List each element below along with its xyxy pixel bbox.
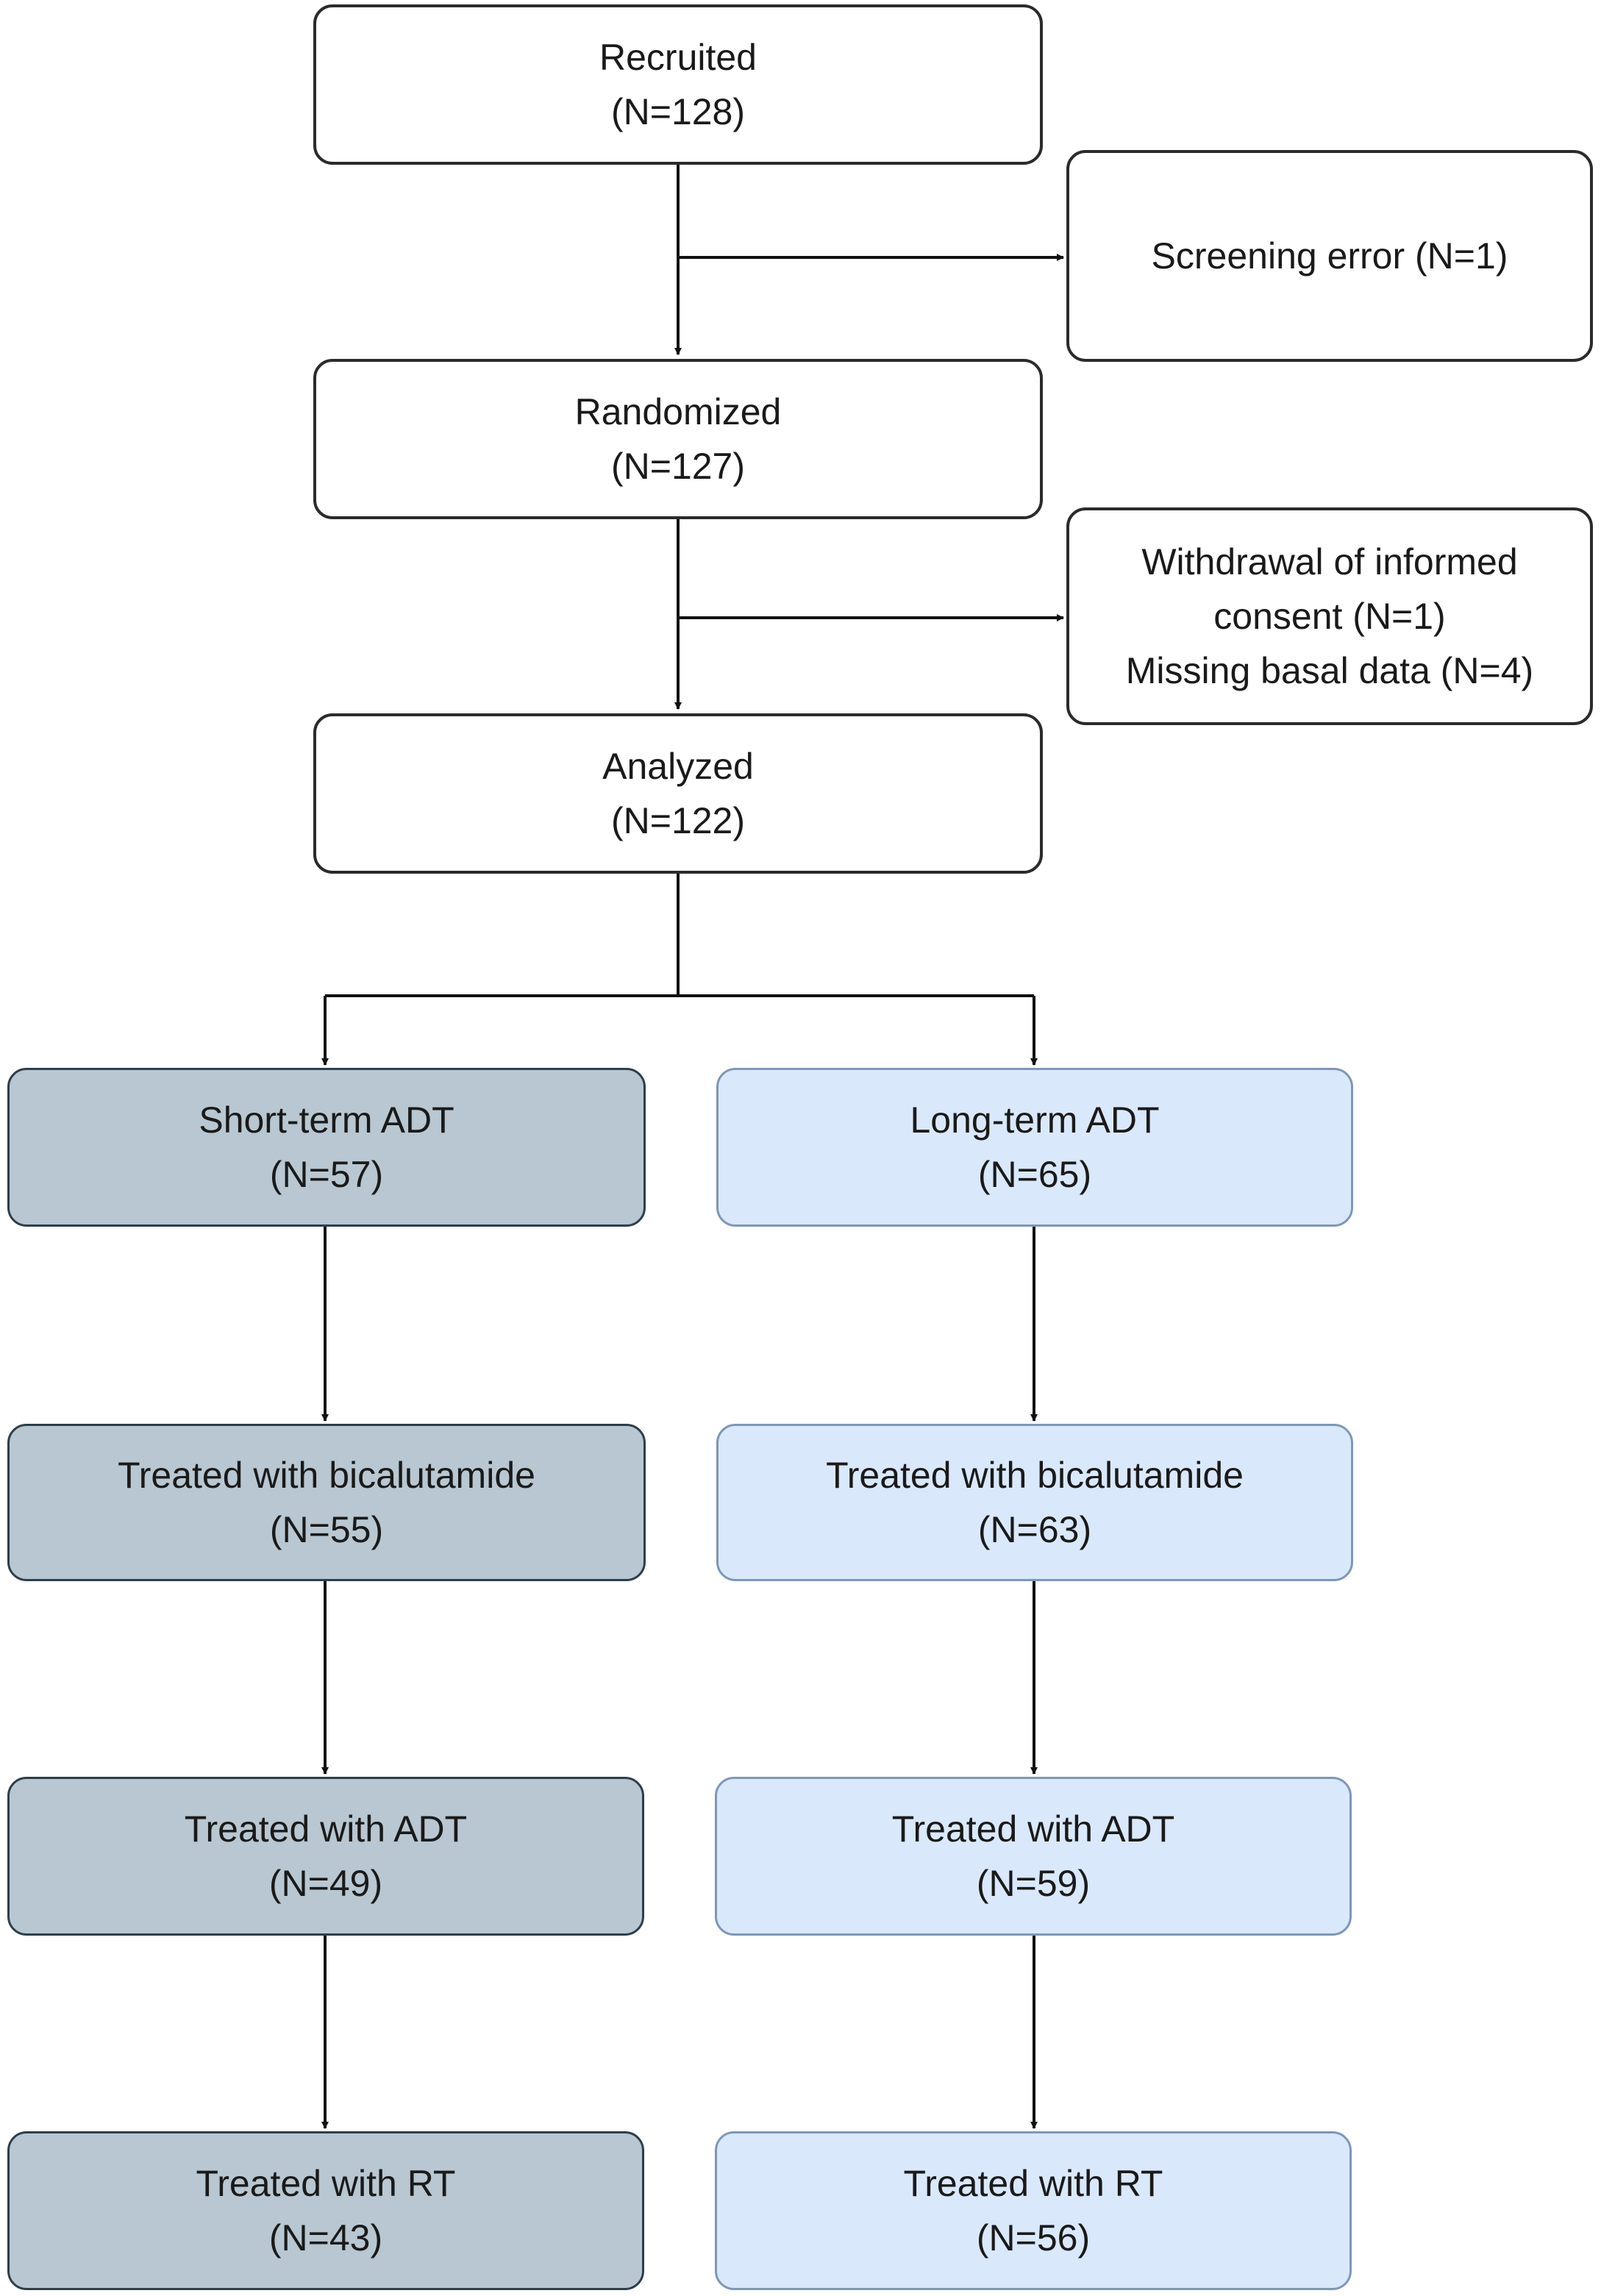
short-term-rt-label: Treated with RT xyxy=(196,2163,456,2204)
screening-error-box: Screening error (N=1) xyxy=(1066,150,1593,362)
short-term-treated-adt-label: Treated with ADT xyxy=(184,1808,468,1850)
long-term-adt-count: (N=65) xyxy=(977,1154,1092,1195)
short-term-rt-box: Treated with RT (N=43) xyxy=(7,2131,644,2290)
long-term-rt-count: (N=56) xyxy=(976,2217,1091,2258)
long-term-adt-box: Long-term ADT (N=65) xyxy=(716,1068,1353,1227)
long-term-bicalutamide-label: Treated with bicalutamide xyxy=(826,1455,1244,1496)
analyzed-box: Analyzed (N=122) xyxy=(313,713,1043,874)
long-term-adt-label: Long-term ADT xyxy=(910,1099,1160,1141)
exclusions-line-1: Withdrawal of informed xyxy=(1141,541,1518,582)
long-term-treated-adt-count: (N=59) xyxy=(976,1863,1091,1904)
long-term-treated-adt-label: Treated with ADT xyxy=(891,1808,1175,1850)
exclusions-line-3: Missing basal data (N=4) xyxy=(1125,650,1534,691)
screening-error-label: Screening error (N=1) xyxy=(1151,235,1508,277)
long-term-bicalutamide-count: (N=63) xyxy=(977,1509,1092,1550)
short-term-bicalutamide-label: Treated with bicalutamide xyxy=(118,1455,535,1496)
short-term-treated-adt-count: (N=49) xyxy=(268,1863,383,1904)
long-term-bicalutamide-box: Treated with bicalutamide (N=63) xyxy=(716,1424,1353,1581)
analyzed-label: Analyzed xyxy=(602,746,754,787)
exclusions-box: Withdrawal of informed consent (N=1) Mis… xyxy=(1066,507,1593,725)
short-term-treated-adt-box: Treated with ADT (N=49) xyxy=(7,1777,644,1936)
long-term-treated-adt-box: Treated with ADT (N=59) xyxy=(715,1777,1352,1936)
short-term-adt-count: (N=57) xyxy=(269,1154,384,1195)
randomized-count: (N=127) xyxy=(610,446,746,487)
randomized-label: Randomized xyxy=(574,391,782,432)
long-term-rt-label: Treated with RT xyxy=(903,2163,1163,2204)
long-term-rt-box: Treated with RT (N=56) xyxy=(715,2131,1352,2290)
short-term-bicalutamide-count: (N=55) xyxy=(269,1509,384,1550)
short-term-bicalutamide-box: Treated with bicalutamide (N=55) xyxy=(7,1424,646,1581)
recruited-count: (N=128) xyxy=(610,91,746,132)
short-term-adt-box: Short-term ADT (N=57) xyxy=(7,1068,646,1227)
short-term-adt-label: Short-term ADT xyxy=(199,1099,454,1141)
exclusions-line-2: consent (N=1) xyxy=(1213,596,1446,637)
randomized-box: Randomized (N=127) xyxy=(313,359,1043,519)
short-term-rt-count: (N=43) xyxy=(268,2217,383,2258)
recruited-label: Recruited xyxy=(599,37,757,78)
recruited-box: Recruited (N=128) xyxy=(313,4,1043,165)
analyzed-count: (N=122) xyxy=(610,800,746,841)
